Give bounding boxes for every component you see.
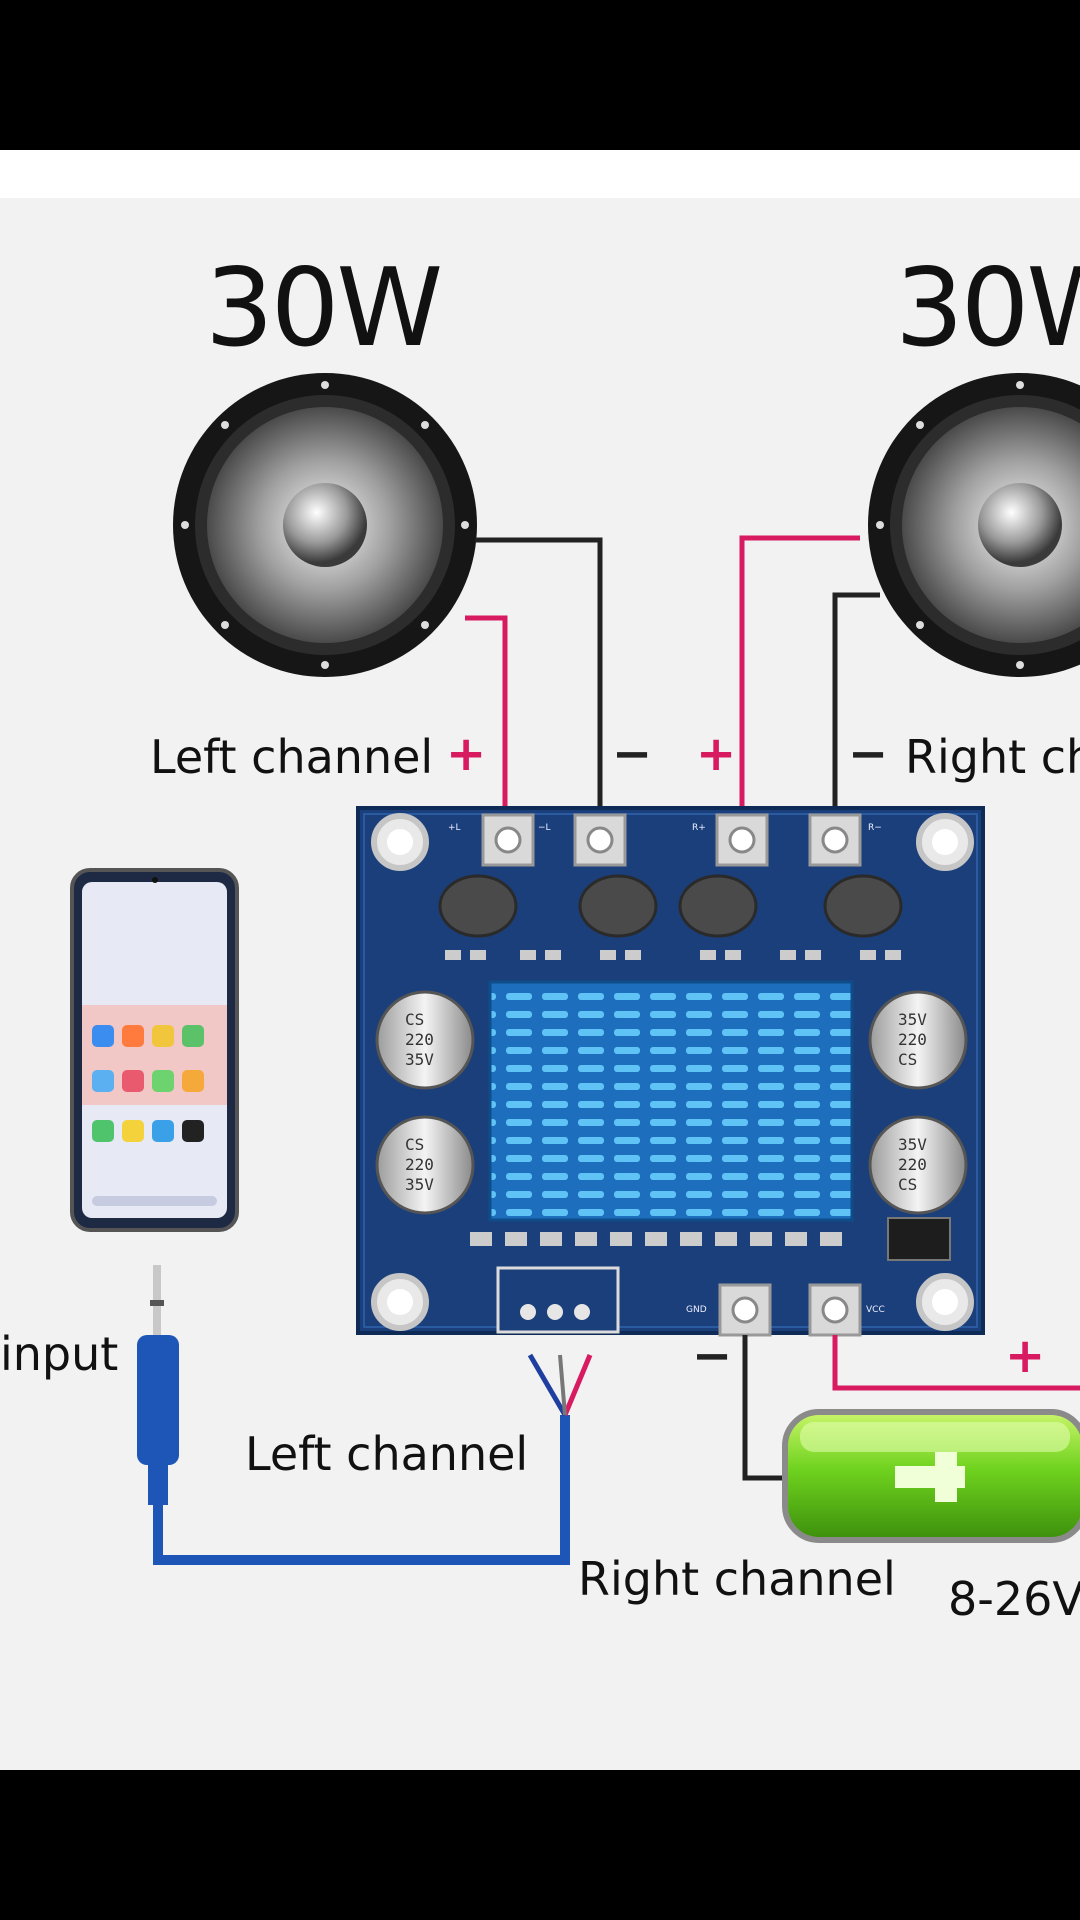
svg-text:220: 220 — [405, 1155, 434, 1174]
input-label: input — [0, 1327, 118, 1381]
svg-text:CS: CS — [898, 1175, 917, 1194]
speaker-wires — [465, 535, 880, 840]
cable-right-channel-label: Right channel — [578, 1552, 896, 1606]
amplifier-board: +L −L R+ R− — [356, 806, 985, 1337]
capacitors: CS 220 35V CS 220 35V 35V 220 CS 35V 220… — [375, 990, 968, 1215]
svg-text:35V: 35V — [405, 1175, 434, 1194]
svg-text:CS: CS — [898, 1050, 917, 1069]
left-minus-sign: − — [612, 726, 652, 782]
svg-text:220: 220 — [898, 1030, 927, 1049]
pin-label-gnd: GND — [686, 1305, 707, 1315]
right-plus-sign: + — [696, 726, 736, 782]
svg-text:35V: 35V — [898, 1135, 927, 1154]
voltage-label: 8-26V — [948, 1572, 1080, 1626]
regulator-chip — [887, 1217, 951, 1261]
smd-components-bottom — [470, 1232, 842, 1246]
right-power-label: 30W — [895, 246, 1080, 371]
svg-text:220: 220 — [898, 1155, 927, 1174]
inductors — [438, 874, 903, 938]
right-channel-label-top: Right ch — [905, 730, 1080, 784]
audio-cable — [137, 1265, 593, 1565]
heatsink — [488, 980, 854, 1222]
letterbox-bottom — [0, 1770, 1080, 1920]
pin-label-r-minus: R− — [868, 823, 882, 833]
left-channel-label: Left channel — [150, 730, 433, 784]
gnd-minus-sign: − — [692, 1328, 732, 1384]
svg-text:CS: CS — [405, 1135, 424, 1154]
power-wires — [742, 1335, 1080, 1481]
output-terminals — [481, 813, 862, 867]
pin-label-vcc: VCC — [866, 1305, 885, 1315]
right-minus-sign: − — [848, 726, 888, 782]
battery-icon — [782, 1409, 1080, 1543]
pin-label-r-plus: R+ — [692, 823, 706, 833]
top-white-strip — [0, 150, 1080, 198]
svg-text:35V: 35V — [405, 1050, 434, 1069]
svg-text:35V: 35V — [898, 1010, 927, 1029]
mounting-holes — [371, 813, 974, 1331]
svg-text:CS: CS — [405, 1010, 424, 1029]
left-plus-sign: + — [446, 726, 486, 782]
vcc-plus-sign: + — [1005, 1328, 1045, 1384]
left-power-label: 30W — [205, 246, 440, 371]
pin-label-l-plus: +L — [448, 823, 461, 833]
left-speaker-icon — [173, 373, 477, 677]
power-terminals — [718, 1283, 862, 1337]
svg-text:220: 220 — [405, 1030, 434, 1049]
cable-left-channel-label: Left channel — [245, 1427, 528, 1481]
pin-label-l-minus: −L — [538, 823, 551, 833]
smd-components-top — [445, 950, 901, 960]
letterbox-top — [0, 0, 1080, 150]
phone-icon — [70, 868, 239, 1232]
right-speaker-icon — [868, 373, 1080, 677]
input-header — [496, 1266, 620, 1334]
